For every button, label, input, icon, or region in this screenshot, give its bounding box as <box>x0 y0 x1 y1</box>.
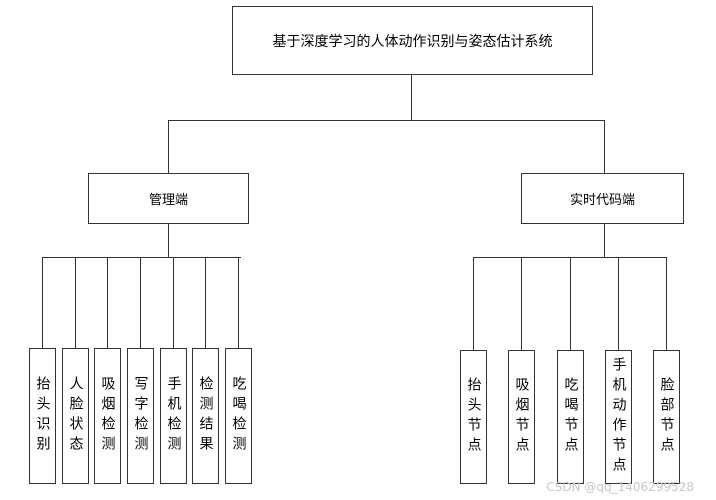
leaf-node: 脸部节点 <box>653 350 680 484</box>
leaf-node: 检测结果 <box>192 348 219 484</box>
connector <box>42 257 43 348</box>
connector <box>42 257 241 258</box>
leaf-label: 吸烟节点 <box>513 377 530 457</box>
leaf-node: 手机检测 <box>160 348 187 484</box>
leaf-label: 人脸状态 <box>67 376 84 456</box>
connector <box>168 120 169 173</box>
leaf-label: 脸部节点 <box>658 377 675 457</box>
connector <box>168 120 605 121</box>
connector <box>570 257 571 350</box>
leaf-node: 人脸状态 <box>62 348 89 484</box>
connector <box>666 257 667 350</box>
leaf-label: 吃喝节点 <box>562 377 579 457</box>
leaf-label: 检测结果 <box>197 376 214 456</box>
connector <box>173 257 174 348</box>
connector <box>168 224 169 257</box>
leaf-node: 吸烟检测 <box>94 348 121 484</box>
branch-label: 管理端 <box>148 193 188 208</box>
leaf-node: 吃喝节点 <box>557 350 584 484</box>
connector <box>521 257 522 350</box>
connector <box>140 257 141 348</box>
branch-label: 实时代码端 <box>569 193 635 208</box>
connector <box>604 224 605 257</box>
connector <box>75 257 76 348</box>
leaf-node: 手机动作节点 <box>605 350 632 484</box>
connector <box>205 257 206 348</box>
connector <box>604 120 605 173</box>
leaf-node: 吃喝检测 <box>225 348 252 484</box>
leaf-label: 吸烟检测 <box>99 376 116 456</box>
leaf-label: 手机动作节点 <box>610 357 627 477</box>
leaf-node: 写字检测 <box>127 348 154 484</box>
connector <box>238 257 239 348</box>
leaf-node: 抬头识别 <box>29 348 56 484</box>
root-node: 基于深度学习的人体动作识别与姿态估计系统 <box>232 6 593 75</box>
leaf-label: 手机检测 <box>165 376 182 456</box>
leaf-label: 写字检测 <box>132 376 149 456</box>
watermark: CSDN @qq_1406299528 <box>546 480 694 494</box>
connector <box>473 257 474 350</box>
root-label: 基于深度学习的人体动作识别与姿态估计系统 <box>272 33 553 50</box>
leaf-label: 抬头节点 <box>465 377 482 457</box>
branch-node-realtime: 实时代码端 <box>521 173 684 224</box>
leaf-node: 吸烟节点 <box>508 350 535 484</box>
leaf-label: 抬头识别 <box>34 376 51 456</box>
connector <box>411 75 412 120</box>
leaf-label: 吃喝检测 <box>230 376 247 456</box>
connector <box>107 257 108 348</box>
branch-node-management: 管理端 <box>88 173 249 224</box>
connector <box>618 257 619 350</box>
leaf-node: 抬头节点 <box>460 350 487 484</box>
